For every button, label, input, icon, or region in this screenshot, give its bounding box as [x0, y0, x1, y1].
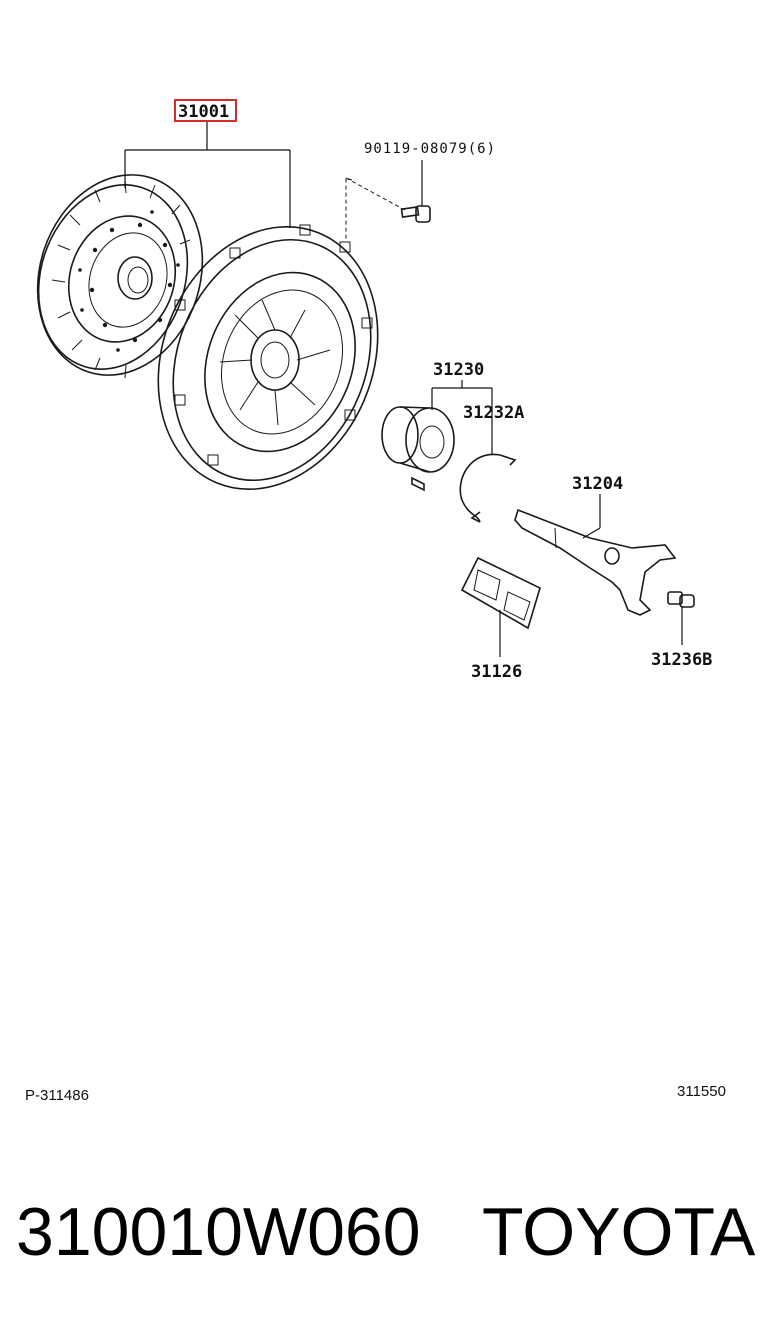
- callout-bolt[interactable]: 90119-08079(6): [364, 141, 496, 157]
- callout-boot[interactable]: 31126: [471, 662, 522, 682]
- diagram-ref-right: 311550: [677, 1083, 726, 1100]
- release-fork-drawing: [514, 508, 677, 616]
- part-number-caption: 310010W060: [16, 1194, 421, 1270]
- brand-caption: TOYOTA: [482, 1194, 756, 1270]
- callout-release-fork[interactable]: 31204: [572, 474, 623, 494]
- callout-support[interactable]: 31236B: [651, 650, 712, 670]
- clip-drawing: [459, 453, 517, 523]
- callout-clip[interactable]: 31232A: [463, 403, 524, 423]
- support-drawing: [667, 591, 695, 608]
- diagram-ref-left: P-311486: [25, 1087, 89, 1104]
- clutch-cover-drawing: [157, 224, 379, 491]
- callout-highlight-box: [174, 99, 237, 122]
- leader-lines: [124, 120, 683, 657]
- callout-clutch-assembly[interactable]: 31001: [178, 102, 229, 122]
- bolt-drawing: [345, 160, 431, 240]
- callout-release-bearing[interactable]: 31230: [433, 360, 484, 380]
- clutch-disc-drawing: [36, 174, 204, 379]
- release-bearing-drawing: [381, 406, 455, 492]
- boot-drawing: [460, 556, 541, 630]
